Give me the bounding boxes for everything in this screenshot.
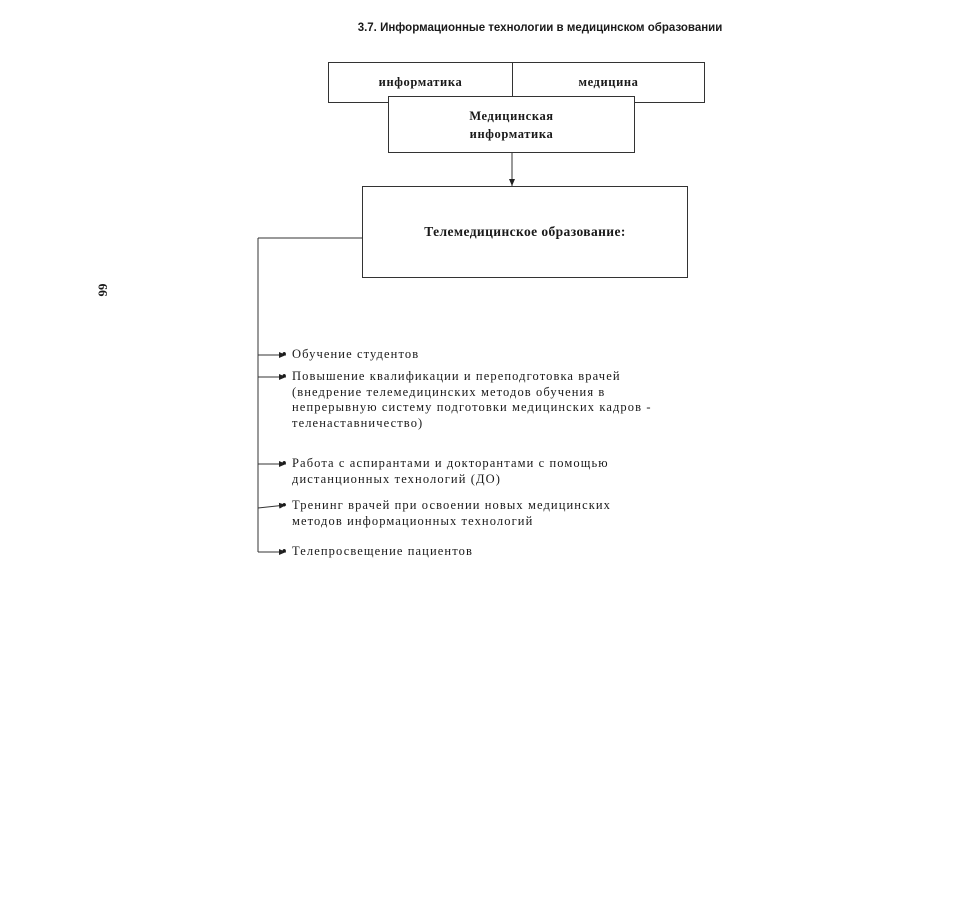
- list-item-3: • Работа с аспирантами и докторантами с …: [282, 456, 609, 487]
- list-item-line: непрерывную систему подготовки медицинск…: [292, 400, 652, 414]
- bullet-icon: •: [282, 347, 288, 361]
- box-telemedicine-education: Телемедицинское образование:: [362, 186, 688, 278]
- list-item-4: • Тренинг врачей при освоении новых меди…: [282, 498, 612, 529]
- bullet-icon: •: [282, 456, 288, 470]
- bullet-icon: •: [282, 369, 288, 383]
- list-item-2: • Повышение квалификации и переподготовк…: [282, 369, 652, 431]
- list-item-line: Повышение квалификации и переподготовка …: [292, 369, 621, 383]
- bullet-icon: •: [282, 498, 288, 512]
- box-medical-informatics-line1: Медицинская: [469, 108, 554, 123]
- list-item-line: (внедрение телемедицинских методов обуче…: [292, 384, 606, 399]
- list-item-line: теленаставничество): [292, 415, 424, 430]
- list-item-5: • Телепросвещение пациентов: [282, 544, 473, 560]
- box-medical-informatics-line2: информатика: [469, 126, 554, 141]
- list-item-line: Тренинг врачей при освоении новых медици…: [292, 498, 612, 512]
- list-item-line: дистанционных технологий (ДО): [292, 471, 501, 486]
- list-item-1: • Обучение студентов: [282, 347, 420, 363]
- arrow-item-4: [257, 502, 287, 509]
- page-title: 3.7. Информационные технологии в медицин…: [357, 22, 723, 34]
- list-item-line: методов информационных технологий: [292, 513, 534, 528]
- bullet-icon: •: [282, 544, 288, 558]
- list-item-line: Телепросвещение пациентов: [292, 544, 473, 558]
- list-item-line: Работа с аспирантами и докторантами с по…: [292, 456, 609, 470]
- box-medical-informatics: Медицинская информатика: [388, 96, 635, 153]
- list-item-line: Обучение студентов: [292, 347, 420, 361]
